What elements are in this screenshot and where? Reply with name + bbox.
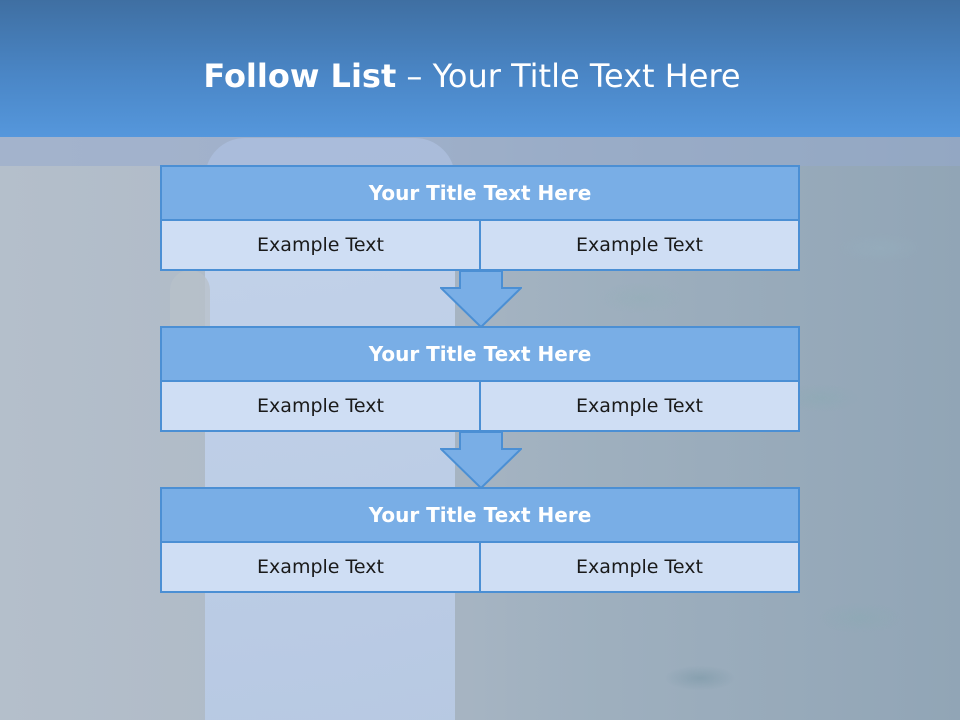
block-row: Example Text Example Text — [160, 543, 800, 593]
slide-title: Follow List – Your Title Text Here — [0, 54, 944, 98]
down-arrow-icon — [440, 270, 522, 328]
block-cell-left: Example Text — [160, 382, 481, 432]
block-title: Your Title Text Here — [160, 487, 800, 543]
block-title: Your Title Text Here — [160, 326, 800, 382]
block-row: Example Text Example Text — [160, 221, 800, 271]
block-cell-left: Example Text — [160, 543, 481, 593]
list-block-3: Your Title Text Here Example Text Exampl… — [160, 487, 800, 593]
block-cell-right: Example Text — [481, 543, 800, 593]
background-band — [0, 136, 960, 166]
block-cell-left: Example Text — [160, 221, 481, 271]
down-arrow-icon — [440, 431, 522, 489]
block-title: Your Title Text Here — [160, 165, 800, 221]
header-bar: Follow List – Your Title Text Here — [0, 0, 960, 137]
block-cell-right: Example Text — [481, 382, 800, 432]
slide-title-rest: – Your Title Text Here — [396, 57, 741, 95]
list-block-1: Your Title Text Here Example Text Exampl… — [160, 165, 800, 271]
list-block-2: Your Title Text Here Example Text Exampl… — [160, 326, 800, 432]
slide-title-bold: Follow List — [203, 57, 397, 95]
block-cell-right: Example Text — [481, 221, 800, 271]
block-row: Example Text Example Text — [160, 382, 800, 432]
